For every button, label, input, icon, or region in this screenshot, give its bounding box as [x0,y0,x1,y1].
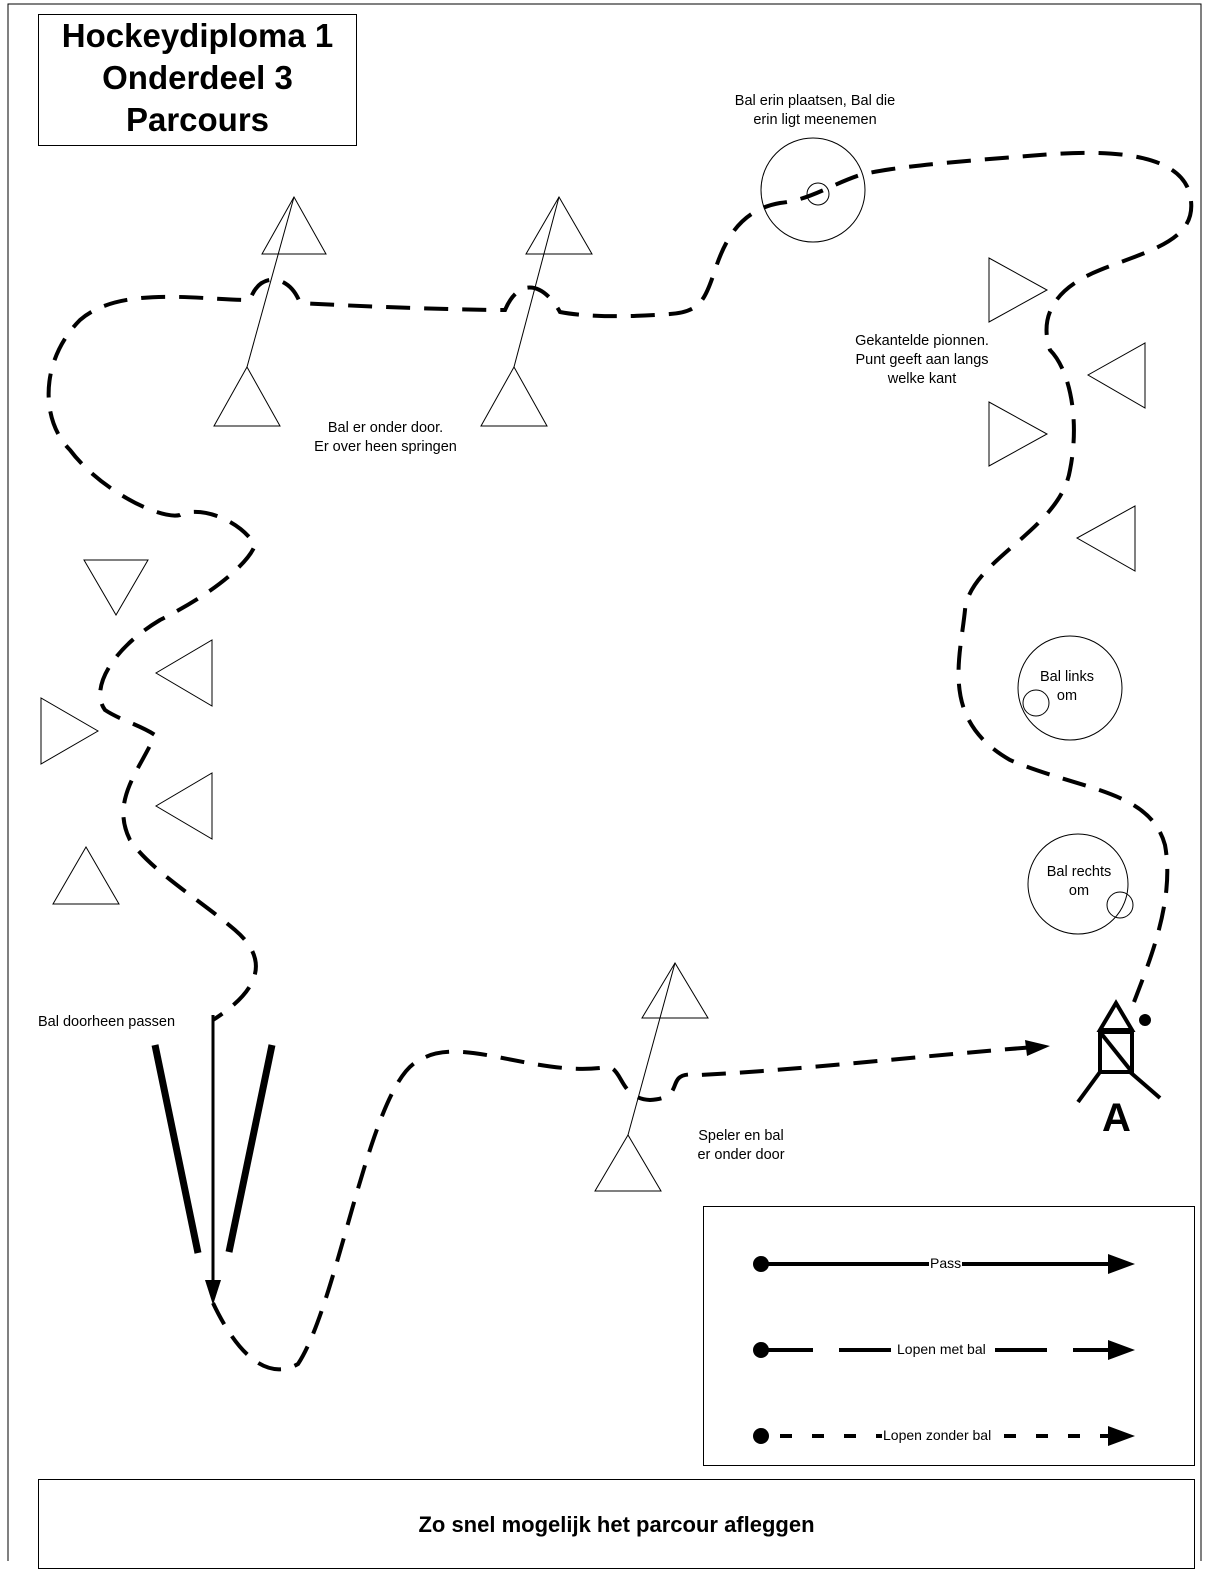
note-tilted-cones: Gekantelde pionnen. Punt geeft aan langs… [832,332,1012,389]
note-goal-line-1: Bal erin plaatsen, Bal die [734,93,896,109]
hurdle-bar-3 [627,962,676,1136]
pass-arrowhead [205,1280,221,1305]
note-pass-line-1: Bal doorheen passen [38,1014,176,1030]
left-cone-3 [40,697,99,765]
note-tilted-line-2: Punt geeft aan langs [855,352,989,368]
cone-lower-3 [594,1134,662,1192]
start-marker: A [1102,1096,1131,1140]
pass-gate-right [225,1044,276,1253]
page-border [7,3,1202,1561]
tilted-cone-1 [988,257,1049,323]
note-pass-through: Bal doorheen passen [38,1013,203,1032]
note-tilted-line-1: Gekantelde pionnen. [855,333,989,349]
ball-right-ball [1106,891,1134,919]
legend-run-with-ball-label: Lopen met bal [896,1341,987,1357]
note-player-line-1: Speler en bal [698,1128,784,1144]
note-player-under: Speler en bal er onder door [686,1127,796,1165]
cone-upper-2 [525,196,593,255]
left-cone-2 [155,639,213,707]
cone-upper-1 [261,195,327,255]
hurdle-bar-2 [513,196,560,368]
path-arrowhead [1025,1040,1050,1056]
course-path [46,150,1194,1372]
note-goal: Bal erin plaatsen, Bal die erin ligt mee… [700,92,930,130]
left-cone-1 [83,559,149,616]
note-player-line-2: er onder door [697,1147,785,1163]
ball-right-circle [1027,833,1129,935]
note-ball-right-line-2: om [1068,883,1090,899]
note-under-line-2: Er over heen springen [314,439,457,455]
ball-left-circle [1017,635,1123,741]
title-box: Hockeydiploma 1 Onderdeel 3 Parcours [38,14,357,146]
player-icon [1076,999,1162,1104]
note-ball-left-line-2: om [1056,688,1078,704]
note-tilted-line-3: welke kant [887,371,957,387]
goal-circle [760,137,866,243]
title-line-1: Hockeydiploma 1 [61,17,334,54]
tilted-cone-4 [1075,505,1136,572]
note-ball-right: Bal rechts om [1032,863,1126,901]
cone-upper-3 [641,962,709,1019]
ball-left-ball [1022,689,1050,717]
note-ball-right-line-1: Bal rechts [1046,864,1112,880]
instruction-box: Zo snel mogelijk het parcour afleggen [38,1479,1195,1569]
legend-box: Pass Lopen met bal Lopen zonder bal [703,1206,1195,1466]
note-ball-left-line-1: Bal links [1040,669,1094,685]
cone-lower-2 [480,365,548,427]
note-under-over: Bal er onder door. Er over heen springen [293,419,478,457]
legend-pass-label: Pass [929,1255,963,1271]
goal-ball [806,182,830,206]
tilted-cone-2 [1086,342,1146,409]
cone-lower-1 [213,365,281,427]
legend-run-without-ball-label: Lopen zonder bal [882,1427,993,1443]
title-line-2: Onderdeel 3 [102,59,293,96]
note-under-line-1: Bal er onder door. [327,420,444,436]
left-cone-5 [52,846,120,905]
left-cone-4 [155,772,213,840]
tilted-cone-3 [988,401,1049,467]
note-ball-left: Bal links om [1026,668,1108,706]
hurdle-bar-1 [246,196,295,368]
title-line-3: Parcours [125,101,270,138]
instruction-text: Zo snel mogelijk het parcour afleggen [418,1512,815,1537]
pass-gate-left [151,1044,202,1254]
note-goal-line-2: erin ligt meenemen [753,112,877,128]
